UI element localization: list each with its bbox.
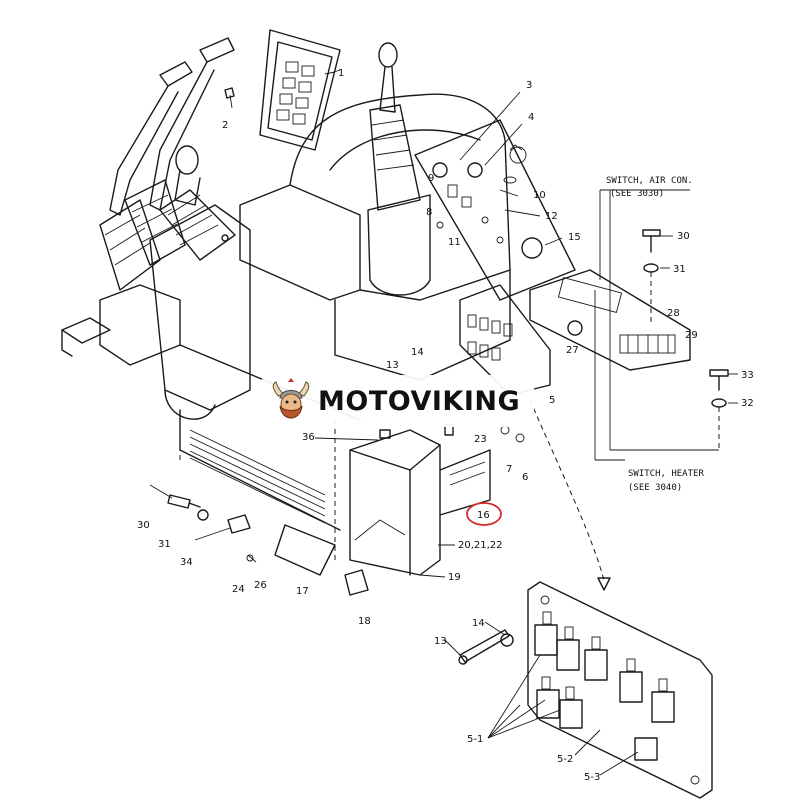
label-7: 7 bbox=[506, 464, 512, 475]
label-23: 23 bbox=[474, 434, 487, 445]
label-1: 1 bbox=[338, 68, 344, 79]
label-33: 33 bbox=[741, 370, 754, 381]
label-11: 11 bbox=[448, 237, 461, 248]
relay-plate bbox=[459, 284, 551, 396]
label-18: 18 bbox=[358, 616, 371, 627]
label-14: 14 bbox=[411, 347, 424, 358]
label-detail-5-3: 5-3 bbox=[584, 772, 600, 783]
label-detail-5-2: 5-2 bbox=[557, 754, 573, 765]
small-parts bbox=[149, 87, 525, 596]
part-labels: 1 2 3 4 5 6 7 8 9 10 11 12 13 14 15 16 1… bbox=[137, 68, 754, 783]
label-3: 3 bbox=[526, 80, 532, 91]
right-bolts bbox=[642, 229, 729, 408]
label-28: 28 bbox=[667, 308, 680, 319]
label-15: 15 bbox=[568, 232, 581, 243]
label-32: 32 bbox=[741, 398, 754, 409]
label-27: 27 bbox=[566, 345, 579, 356]
relay-detail-plate bbox=[458, 581, 713, 799]
ac-heater-control bbox=[529, 269, 691, 371]
label-26: 26 bbox=[254, 580, 267, 591]
label-16: 16 bbox=[477, 510, 490, 521]
electrical-box bbox=[349, 429, 491, 576]
brand-name: MOTOVIKING bbox=[318, 385, 521, 417]
switch-notes: SWITCH, AIR CON. (SEE 3030) SWITCH, HEAT… bbox=[606, 176, 704, 493]
label-5: 5 bbox=[549, 395, 555, 406]
left-levers bbox=[99, 37, 235, 291]
note-see-3040: (SEE 3040) bbox=[628, 483, 682, 493]
label-9: 9 bbox=[428, 173, 434, 184]
label-31-right: 31 bbox=[673, 264, 686, 275]
label-36: 36 bbox=[302, 432, 315, 443]
label-detail-5-1: 5-1 bbox=[467, 734, 483, 745]
label-31: 31 bbox=[158, 539, 171, 550]
note-switch-heater: SWITCH, HEATER bbox=[628, 469, 704, 479]
label-2: 2 bbox=[222, 120, 228, 131]
label-12: 12 bbox=[545, 211, 558, 222]
label-detail-13: 13 bbox=[434, 636, 447, 647]
label-leaders bbox=[314, 71, 738, 656]
monitor-panel bbox=[259, 29, 341, 151]
label-34: 34 bbox=[180, 557, 193, 568]
right-switch-panel bbox=[414, 119, 576, 301]
label-detail-14: 14 bbox=[472, 618, 485, 629]
label-8: 8 bbox=[426, 207, 432, 218]
label-19: 19 bbox=[448, 572, 461, 583]
label-30-right: 30 bbox=[677, 231, 690, 242]
label-6: 6 bbox=[522, 472, 528, 483]
label-17: 17 bbox=[296, 586, 309, 597]
note-switch-air-con: SWITCH, AIR CON. bbox=[606, 176, 693, 186]
lower-body bbox=[179, 409, 341, 531]
center-lever bbox=[367, 42, 431, 296]
viking-head-icon bbox=[272, 378, 310, 419]
motoviking-watermark: MOTOVIKING bbox=[262, 375, 534, 427]
label-4: 4 bbox=[528, 112, 534, 123]
label-29: 29 bbox=[685, 330, 698, 341]
label-13: 13 bbox=[386, 360, 399, 371]
leader-lines bbox=[179, 189, 720, 591]
operator-seat bbox=[239, 93, 511, 381]
label-30: 30 bbox=[137, 520, 150, 531]
left-console bbox=[149, 145, 251, 420]
label-24: 24 bbox=[232, 584, 245, 595]
note-see-3030: (SEE 3030) bbox=[610, 189, 664, 199]
part-16-highlight-circle bbox=[466, 502, 502, 526]
label-20-22: 20,21,22 bbox=[458, 540, 503, 551]
label-10: 10 bbox=[533, 190, 546, 201]
